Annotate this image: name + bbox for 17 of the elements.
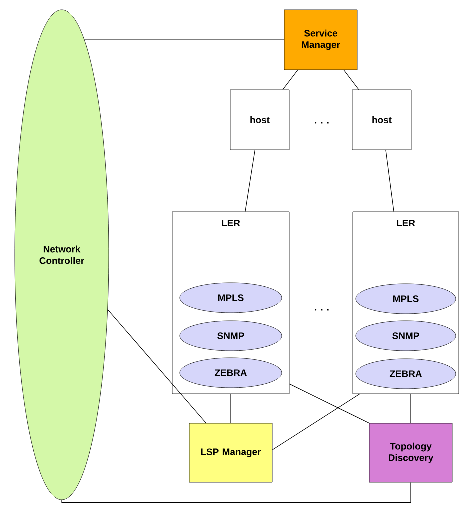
connector-line [282,70,298,90]
ellipsis-label: . . . [315,309,329,311]
process-box: Service Manager [284,10,358,70]
connector-line [230,394,232,424]
ellipsis-label: . . . [315,122,329,124]
connector-line [62,482,412,503]
connector-line [245,150,256,212]
connector-line [410,394,412,424]
process-box: LSP Manager [189,423,273,483]
process-box: host [230,90,290,150]
process-box: host [352,90,412,150]
connector-line [108,310,207,424]
connector-line [272,394,360,450]
process-box: Topology Discovery [369,423,453,483]
connector-line [386,150,394,212]
connector-line [344,70,360,90]
connector-line [289,384,370,424]
